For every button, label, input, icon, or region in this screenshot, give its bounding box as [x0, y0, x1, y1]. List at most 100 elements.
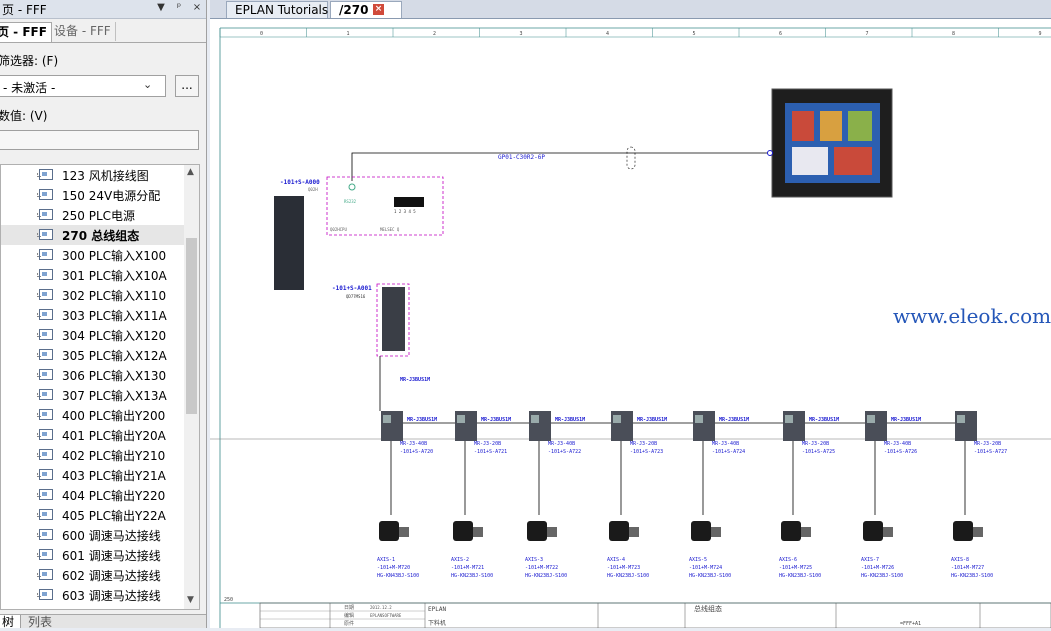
tab-pages[interactable]: 页 - FFF — [0, 22, 52, 42]
tree-item-page[interactable]: 305 PLC输入X12A — [1, 345, 185, 365]
tree-item-page[interactable]: 401 PLC输出Y20A — [1, 425, 185, 445]
page-icon — [37, 449, 53, 460]
tree-item-page[interactable]: 301 PLC输入X10A — [1, 265, 185, 285]
tree-item-page[interactable]: 304 PLC输入X120 — [1, 325, 185, 345]
close-icon[interactable]: × — [192, 2, 202, 13]
tab-list[interactable]: 列表 — [28, 615, 53, 628]
motor-tag: -101+M-M727 — [951, 565, 984, 571]
motor-axis: AXIS-2 — [451, 557, 469, 563]
servo-motor-flange — [399, 527, 409, 537]
close-icon[interactable]: × — [373, 4, 384, 15]
motor-axis: AXIS-5 — [689, 557, 707, 563]
grid-number: 8 — [952, 31, 955, 37]
bus-cable-label: MR-J3BUS1M — [637, 417, 667, 423]
motor-model: HG-KN23BJ-S100 — [451, 573, 493, 579]
grid-number: 9 — [1039, 31, 1042, 37]
bus-cable-label: MR-J3BUS1M — [719, 417, 749, 423]
motion-module-box — [376, 283, 410, 357]
title-subtitle: 下料机 — [428, 619, 446, 627]
tab-eplan-tutorials[interactable]: EPLAN Tutorials — [226, 1, 328, 18]
slot-label: Q02HCPU — [330, 227, 347, 232]
amplifier-model: MR-J3-20B — [474, 441, 501, 447]
tree-item-label: 400 PLC输出Y200 — [62, 409, 166, 423]
page-icon — [37, 249, 53, 260]
filter-select[interactable]: - 未激活 - ⌄ — [0, 75, 166, 97]
tree-item-page[interactable]: 403 PLC输出Y21A — [1, 465, 185, 485]
scroll-down-icon[interactable]: ▼ — [187, 595, 194, 605]
page-icon — [37, 269, 53, 280]
tree-item-page[interactable]: 306 PLC输入X130 — [1, 365, 185, 385]
bus-cable-label: MR-J3BUS1M — [481, 417, 511, 423]
panel-menu-icon[interactable]: ▼ — [157, 2, 165, 13]
value-label: 数值: (V) — [0, 109, 48, 123]
hmi-screen-block — [792, 111, 814, 141]
plc-cpu — [274, 196, 304, 290]
motor-axis: AXIS-8 — [951, 557, 969, 563]
tree-item-page[interactable]: 302 PLC输入X110 — [1, 285, 185, 305]
tree-item-page[interactable]: 402 PLC输出Y210 — [1, 445, 185, 465]
motor-tag: -101+M-M720 — [377, 565, 410, 571]
grid-number: 7 — [866, 31, 869, 37]
page-icon — [37, 189, 53, 200]
page-icon — [37, 589, 53, 600]
servo-motor — [953, 521, 973, 541]
tree-item-page[interactable]: 307 PLC输入X13A — [1, 385, 185, 405]
plc-tag: -101+S-A000 — [280, 179, 320, 186]
servo-motor — [863, 521, 883, 541]
servo-amplifier-panel — [457, 415, 465, 423]
tree-item-page[interactable]: 404 PLC输出Y220 — [1, 485, 185, 505]
tree-item-page[interactable]: 303 PLC输入X11A — [1, 305, 185, 325]
filter-more-button[interactable]: ... — [175, 75, 199, 97]
value-input[interactable] — [0, 130, 199, 150]
filter-label: 筛选器: (F) — [0, 54, 59, 68]
tree-item-page[interactable]: 400 PLC输出Y200 — [1, 405, 185, 425]
servo-amplifier-panel — [957, 415, 965, 423]
rs232-port-icon — [348, 183, 356, 191]
tree-item-page[interactable]: 602 调速马达接线 — [1, 565, 185, 585]
servo-motor — [781, 521, 801, 541]
servo-motor — [691, 521, 711, 541]
bus-cable-label: MR-J3BUS1M — [407, 417, 437, 423]
tree-item-page[interactable]: 600 调速马达接线 — [1, 525, 185, 545]
servo-amplifier-panel — [695, 415, 703, 423]
page-icon — [37, 329, 53, 340]
amplifier-tag: -101+S-A721 — [474, 449, 507, 455]
tree-item-page[interactable]: 300 PLC输入X100 — [1, 245, 185, 265]
title-field-label: 编辑 — [344, 612, 354, 619]
page-icon — [37, 349, 53, 360]
servo-amplifier-panel — [531, 415, 539, 423]
tree-item-page[interactable]: 270 总线组态 — [1, 225, 185, 245]
tree-item-label: 150 24V电源分配 — [62, 189, 161, 203]
scrollbar-thumb[interactable] — [186, 238, 197, 414]
tree-item-label: 301 PLC输入X10A — [62, 269, 167, 283]
amplifier-tag: -101+S-A727 — [974, 449, 1007, 455]
servo-motor — [453, 521, 473, 541]
tab-tree[interactable]: 树 — [0, 615, 22, 628]
tree-item-page[interactable]: 601 调速马达接线 — [1, 545, 185, 565]
scroll-up-icon[interactable]: ▲ — [187, 167, 194, 177]
page-icon — [37, 409, 53, 420]
pin-icon[interactable]: ᵖ — [176, 2, 182, 13]
motor-model: HG-KN23BJ-S100 — [779, 573, 821, 579]
hmi-connector — [767, 150, 773, 156]
amplifier-model: MR-J3-40B — [884, 441, 911, 447]
tree-item-page[interactable]: 250 PLC电源 — [1, 205, 185, 225]
servo-motor-flange — [883, 527, 893, 537]
tree-item-page[interactable]: 604 调速马达接线 — [1, 605, 185, 609]
tab-devices[interactable]: 设备 - FFF — [50, 22, 116, 41]
grid-number: 4 — [606, 31, 609, 37]
motion-module — [382, 287, 405, 351]
tree-item-label: 401 PLC输出Y20A — [62, 429, 166, 443]
amplifier-tag: -101+S-A722 — [548, 449, 581, 455]
tree-item-label: 305 PLC输入X12A — [62, 349, 167, 363]
tab-page-270[interactable]: /270 — [330, 1, 402, 18]
servo-motor — [609, 521, 629, 541]
tree-item-page[interactable]: 150 24V电源分配 — [1, 185, 185, 205]
tree-item-page[interactable]: 123 风机接线图 — [1, 165, 185, 185]
bus-cable-label: MR-J3BUS1M — [555, 417, 585, 423]
motor-tag: -101+M-M723 — [607, 565, 640, 571]
tree-item-page[interactable]: 603 调速马达接线 — [1, 585, 185, 605]
tree-item-page[interactable]: 405 PLC输出Y22A — [1, 505, 185, 525]
